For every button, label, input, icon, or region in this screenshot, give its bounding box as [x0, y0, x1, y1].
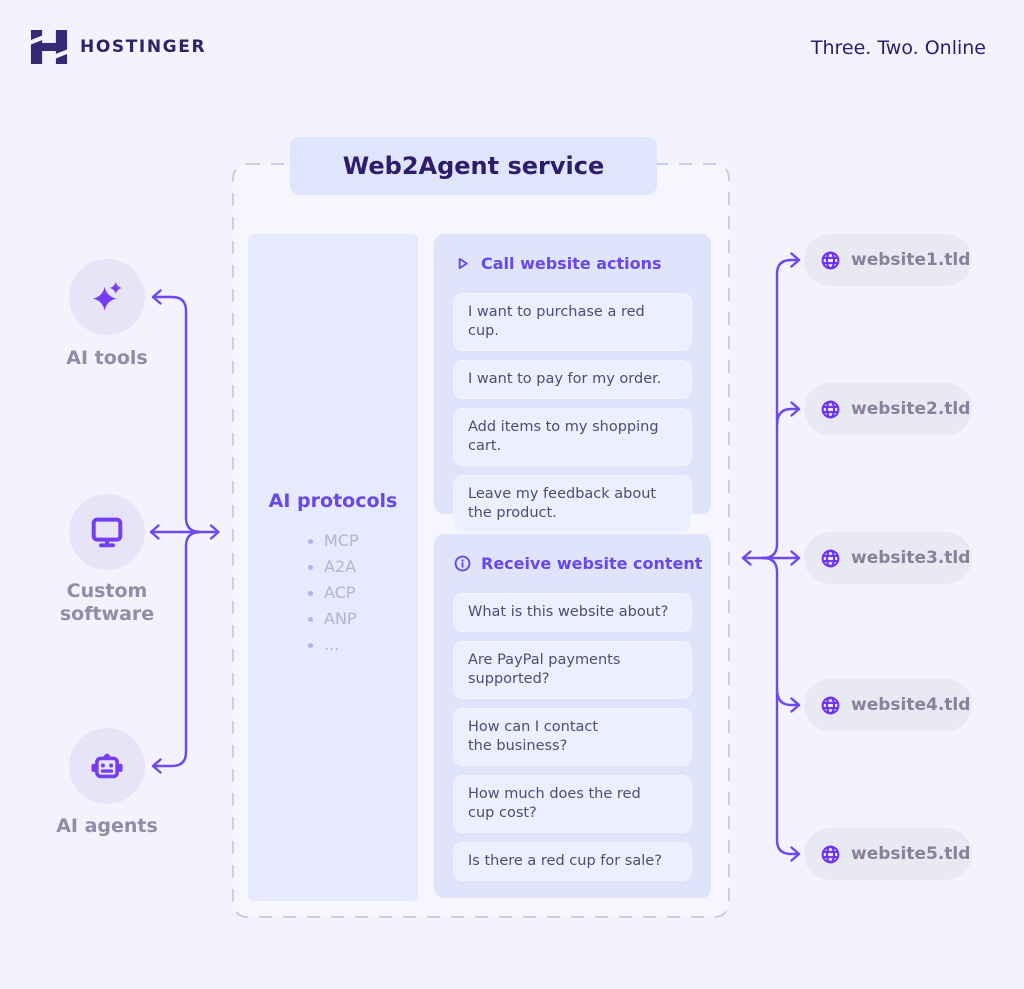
- website-pill: website5.tld: [804, 828, 972, 880]
- tagline: Three. Two. Online: [810, 37, 986, 59]
- content-section-header: Receive website content: [453, 552, 702, 574]
- service-title: Web2Agent service: [342, 152, 605, 180]
- website-label: website3.tld: [851, 548, 971, 568]
- section-title: Receive website content: [481, 553, 703, 573]
- actions-bubbles: I want to purchase a red cup. I want to …: [453, 293, 692, 533]
- client-label: AI agents: [56, 815, 158, 837]
- client-label: Custom software: [59, 580, 155, 625]
- protocol-item: ACP: [308, 580, 418, 606]
- play-icon: [458, 257, 468, 269]
- service-title-box: Web2Agent service: [290, 137, 657, 195]
- robot-icon: [91, 753, 123, 779]
- website-pill: website3.tld: [804, 532, 972, 584]
- chat-bubble: Are PayPal payments supported?: [453, 641, 692, 699]
- globe-icon: [821, 696, 840, 714]
- website-pill: website2.tld: [804, 383, 972, 435]
- protocols-panel: AI protocols MCP A2A ACP ANP ...: [248, 234, 418, 901]
- protocol-item: ...: [308, 632, 418, 658]
- protocols-title: AI protocols: [268, 490, 398, 512]
- chat-bubble: I want to purchase a red cup.: [453, 293, 692, 351]
- website-label: website4.tld: [851, 695, 971, 715]
- website-label: website2.tld: [851, 399, 971, 419]
- sparkles-icon: [92, 281, 122, 311]
- protocol-item: ANP: [308, 606, 418, 632]
- client-node-ai-agents: [69, 728, 145, 804]
- chat-bubble: How can I contact the business?: [453, 708, 692, 766]
- content-section: Receive website content What is this web…: [434, 534, 711, 898]
- protocol-item: MCP: [308, 528, 418, 554]
- protocol-item: A2A: [308, 554, 418, 580]
- hostinger-logo-icon: [30, 30, 68, 64]
- brand: HOSTINGER: [30, 30, 206, 64]
- client-node-ai-tools: [69, 259, 145, 335]
- info-icon: [454, 555, 471, 571]
- section-title: Call website actions: [481, 253, 662, 273]
- globe-icon: [821, 251, 840, 269]
- chat-bubble: I want to pay for my order.: [453, 360, 692, 399]
- chat-bubble: What is this website about?: [453, 593, 692, 632]
- actions-section: Call website actions I want to purchase …: [434, 234, 711, 533]
- brand-name: HOSTINGER: [80, 37, 207, 57]
- client-label: AI tools: [66, 347, 148, 369]
- chat-bubble: Add items to my shopping cart.: [453, 408, 692, 466]
- chat-bubble: Is there a red cup for sale?: [453, 842, 692, 881]
- client-node-custom-software: [69, 494, 145, 570]
- globe-icon: [821, 549, 840, 567]
- globe-icon: [821, 400, 840, 418]
- website-pill: website1.tld: [804, 234, 972, 286]
- website-label: website1.tld: [851, 250, 971, 270]
- monitor-icon: [91, 517, 123, 548]
- content-bubbles: What is this website about? Are PayPal p…: [453, 593, 692, 881]
- website-pill: website4.tld: [804, 679, 972, 731]
- website-label: website5.tld: [851, 844, 971, 864]
- actions-section-header: Call website actions: [453, 252, 692, 274]
- protocols-list: MCP A2A ACP ANP ...: [248, 528, 418, 658]
- chat-bubble: How much does the red cup cost?: [453, 775, 692, 833]
- chat-bubble: Leave my feedback about the product.: [453, 475, 692, 533]
- globe-icon: [821, 845, 840, 863]
